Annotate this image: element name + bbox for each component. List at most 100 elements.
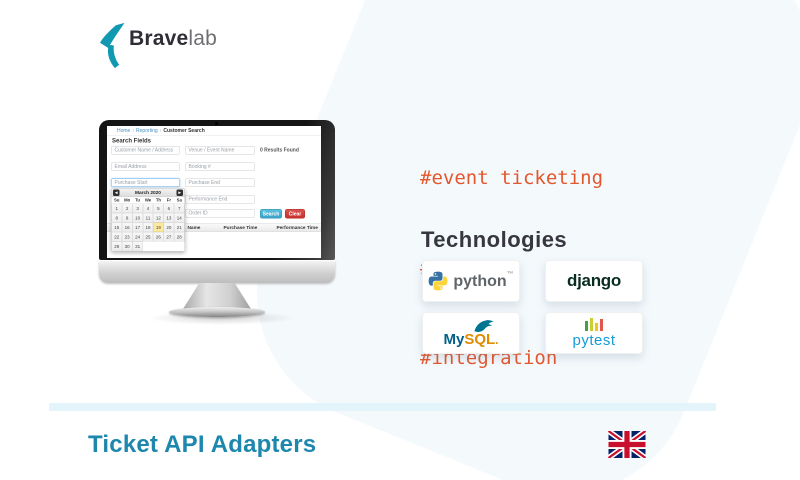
django-label: django — [567, 271, 621, 290]
day-name: We — [144, 197, 152, 203]
tech-card-django: django — [545, 260, 643, 302]
tech-card-mysql: MySQL. — [422, 312, 520, 354]
calendar-date[interactable]: 5 — [153, 203, 164, 213]
calendar-date[interactable]: 12 — [153, 213, 164, 223]
venue-event-input[interactable] — [185, 146, 255, 155]
calendar-date[interactable]: 31 — [132, 241, 143, 251]
mysql-dolphin-icon — [474, 319, 494, 332]
booking-input[interactable] — [185, 162, 255, 171]
day-name: Tu — [135, 197, 141, 203]
tech-card-pytest: pytest — [545, 312, 643, 354]
calendar-date[interactable]: 28 — [174, 232, 185, 242]
calendar-empty-cell — [142, 241, 154, 251]
monitor-base — [169, 307, 265, 317]
email-input[interactable] — [111, 162, 180, 171]
calendar-date[interactable]: 6 — [163, 203, 175, 213]
calendar-date[interactable]: 2 — [121, 203, 133, 213]
mysql-label: MySQL. — [443, 330, 499, 348]
calendar-date[interactable]: 3 — [132, 203, 143, 213]
purchase-end-input[interactable] — [185, 178, 255, 187]
calendar-date[interactable]: 25 — [142, 232, 154, 242]
datepicker-header: ◄ March 2020 ► — [111, 188, 185, 197]
uk-flag-icon — [608, 431, 646, 458]
calendar-date[interactable]: 29 — [111, 241, 122, 251]
tech-card-python: python™ — [422, 260, 520, 302]
calendar-date[interactable]: 19 — [153, 222, 164, 232]
monitor-shadow — [147, 311, 297, 325]
calendar-date[interactable]: 21 — [174, 222, 185, 232]
technologies-heading: Technologies — [421, 227, 568, 252]
purchase-start-input[interactable] — [111, 178, 180, 187]
day-name: Fr — [166, 197, 171, 203]
calendar-date[interactable]: 30 — [121, 241, 133, 251]
calendar-date[interactable]: 1 — [111, 203, 122, 213]
webcam-dot — [215, 122, 218, 125]
calendar-date[interactable]: 17 — [132, 222, 143, 232]
next-month-button[interactable]: ► — [176, 189, 183, 196]
python-label: python™ — [453, 271, 514, 290]
breadcrumb-home[interactable]: Home — [117, 128, 131, 134]
calendar-date[interactable]: 8 — [111, 213, 122, 223]
calendar-empty-cell — [174, 241, 185, 251]
clear-button[interactable]: Clear — [285, 209, 305, 219]
calendar-date[interactable]: 16 — [121, 222, 133, 232]
breadcrumb-reporting[interactable]: Reporting — [136, 128, 158, 134]
monitor-stand — [183, 283, 251, 309]
breadcrumb-separator: › — [132, 128, 135, 134]
customer-name-input[interactable] — [111, 146, 180, 155]
performance-end-input[interactable] — [185, 195, 255, 204]
calendar-date[interactable]: 23 — [121, 232, 133, 242]
hashtag-event-ticketing: #event ticketing — [420, 167, 604, 189]
calendar-month-title: March 2020 — [135, 190, 161, 196]
calendar-date[interactable]: 20 — [163, 222, 175, 232]
day-name: Mo — [124, 197, 131, 203]
calendar-date[interactable]: 15 — [111, 222, 122, 232]
calendar-empty-cell — [163, 241, 175, 251]
order-id-input[interactable] — [185, 209, 255, 218]
calendar-date[interactable]: 10 — [132, 213, 143, 223]
calendar-date[interactable]: 4 — [142, 203, 154, 213]
brand-logo: Bravelab — [99, 22, 217, 69]
brand-name-light: lab — [188, 27, 218, 50]
breadcrumb-divider — [107, 135, 321, 136]
search-button[interactable]: Search — [260, 209, 282, 219]
results-table-header: Name Purchase Time Performance Time — [107, 223, 321, 232]
day-name: Su — [113, 197, 120, 203]
monitor-bezel: Home›Reporting›Customer Search Search Fi… — [99, 120, 335, 260]
prev-month-button[interactable]: ◄ — [113, 189, 120, 196]
results-count: 0 Results Found — [260, 147, 299, 154]
breadcrumb-separator: › — [159, 128, 162, 134]
calendar-date[interactable]: 22 — [111, 232, 122, 242]
monitor-screen: Home›Reporting›Customer Search Search Fi… — [107, 126, 321, 258]
calendar-date[interactable]: 14 — [174, 213, 185, 223]
footer-divider — [49, 403, 716, 411]
pytest-label: pytest — [572, 331, 616, 349]
brand-name: Bravelab — [129, 27, 217, 51]
breadcrumb-current: Customer Search — [163, 128, 205, 134]
brand-name-bold: Brave — [129, 27, 189, 50]
column-name: Name — [187, 225, 201, 231]
bravelab-icon — [99, 22, 125, 69]
calendar-date[interactable]: 18 — [142, 222, 154, 232]
day-name: Sa — [176, 197, 182, 203]
calendar-date[interactable]: 27 — [163, 232, 175, 242]
search-fields-heading: Search Fields — [112, 137, 152, 144]
calendar-date[interactable]: 11 — [142, 213, 154, 223]
breadcrumb: Home›Reporting›Customer Search — [117, 128, 205, 134]
calendar-date[interactable]: 13 — [163, 213, 175, 223]
python-icon — [428, 271, 448, 291]
column-purchase-time: Purchase Time — [223, 225, 258, 231]
calendar-empty-cell — [153, 241, 164, 251]
mysql-dot: . — [495, 332, 499, 347]
column-performance-time: Performance Time — [276, 225, 318, 231]
calendar-date[interactable]: 9 — [121, 213, 133, 223]
calendar-date[interactable]: 26 — [153, 232, 164, 242]
python-trademark: ™ — [506, 271, 514, 278]
calendar-day-names: Su Mo Tu We Th Fr Sa — [112, 197, 185, 204]
page-title: Ticket API Adapters — [88, 431, 317, 458]
datepicker: ◄ March 2020 ► Su Mo Tu We Th Fr — [111, 188, 185, 252]
calendar-date[interactable]: 24 — [132, 232, 143, 242]
calendar-date[interactable]: 7 — [174, 203, 185, 213]
